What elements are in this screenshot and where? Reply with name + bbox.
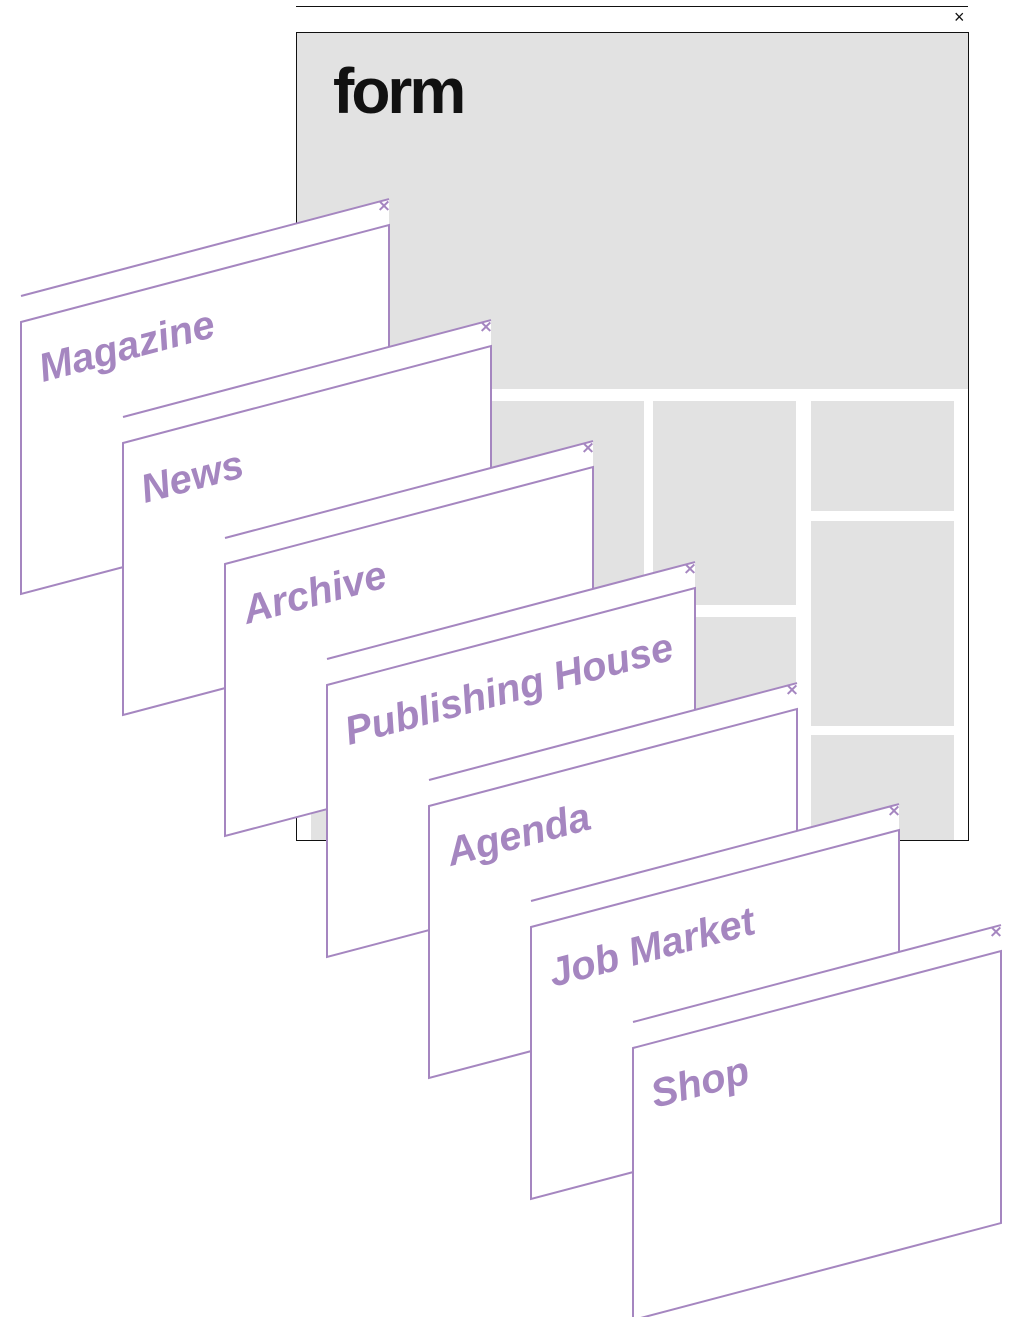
- site-logo[interactable]: form: [333, 55, 466, 127]
- menu-card-close-icon[interactable]: ×: [989, 922, 1003, 942]
- menu-card-titlebar-line: [326, 561, 696, 660]
- menu-card-close-icon[interactable]: ×: [683, 559, 697, 579]
- menu-card-close-icon[interactable]: ×: [479, 317, 493, 337]
- content-tile[interactable]: [811, 521, 954, 726]
- menu-card-close-icon[interactable]: ×: [887, 801, 901, 821]
- menu-card-body: [632, 949, 1002, 1317]
- menu-card-shop[interactable]: ×Shop: [632, 922, 1003, 1317]
- menu-card-close-icon[interactable]: ×: [785, 680, 799, 700]
- menu-card-titlebar-line: [530, 803, 900, 902]
- main-window-titlebar-line: [296, 6, 968, 7]
- menu-card-close-icon[interactable]: ×: [581, 438, 595, 458]
- menu-card-titlebar-line: [122, 319, 492, 418]
- menu-card-titlebar-line: [428, 682, 798, 781]
- menu-card-titlebar-line: [20, 198, 390, 297]
- menu-card-titlebar-line: [632, 924, 1002, 1023]
- menu-card-titlebar-line: [224, 440, 594, 539]
- menu-card-close-icon[interactable]: ×: [377, 196, 391, 216]
- main-window-close-icon[interactable]: ×: [954, 7, 965, 27]
- hero-image-placeholder: form: [297, 33, 968, 389]
- content-tile[interactable]: [811, 401, 954, 511]
